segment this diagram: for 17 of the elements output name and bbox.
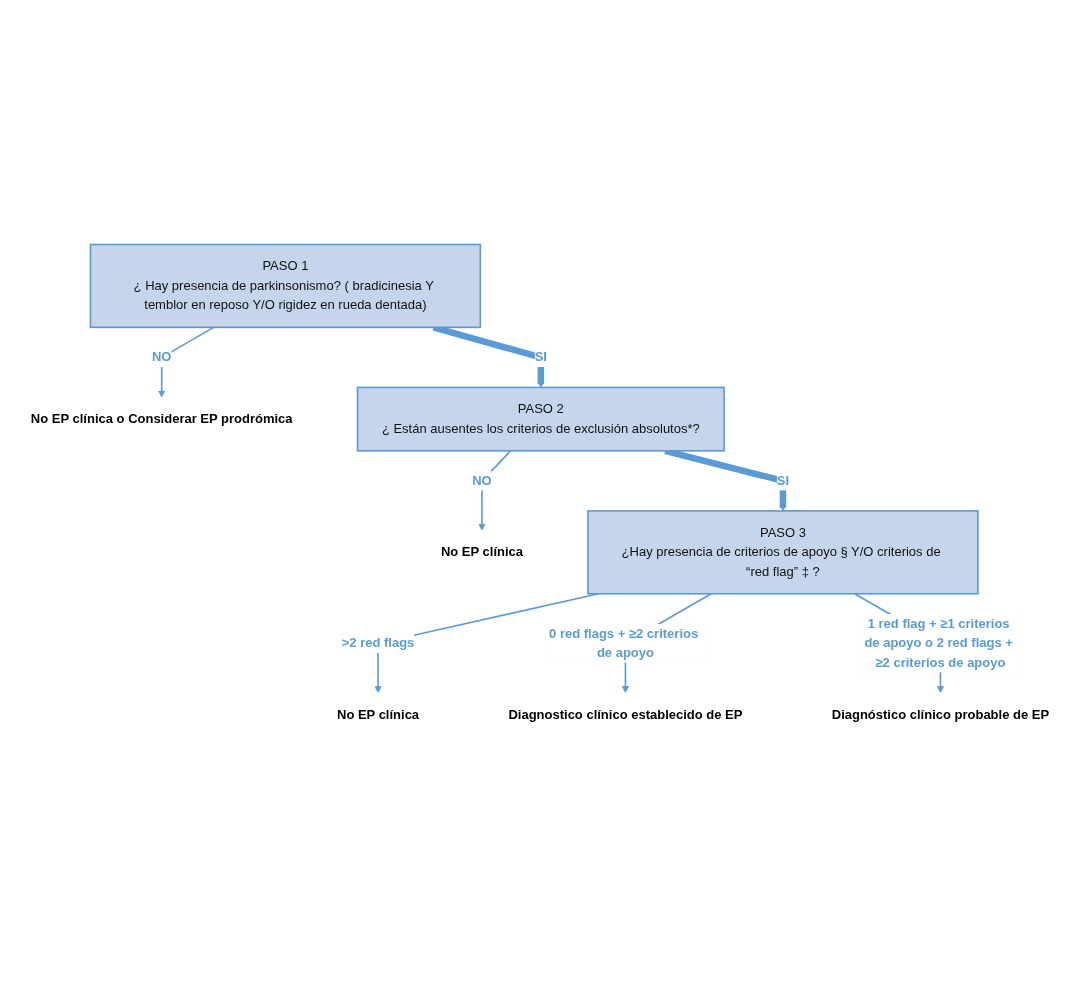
arrow <box>158 326 215 398</box>
edge-label: 0 red flags + ≥2 criterios de apoyo <box>549 626 699 660</box>
edge-label: SI <box>776 473 790 488</box>
edge-label: >2 red flags <box>341 636 415 651</box>
node-box: PASO 1 ¿ Hay presencia de parkinsonismo? ( bradicinesia Y temblor en reposo Y/O rigidez en rueda dentada) <box>89 244 482 329</box>
node-text: Diagnóstico clínico probable de EP <box>831 707 1050 722</box>
node-box: PASO 3 ¿Hay presencia de criterios de apoyo § Y/O criterios de “red flag” ‡ ? <box>587 510 979 595</box>
edge-label: NO <box>151 350 172 365</box>
arrow <box>478 450 512 532</box>
edge-label: NO <box>472 473 492 488</box>
node-text: No EP clínica o Considerar EP prodrómica <box>30 412 293 427</box>
edge-label: SI <box>534 350 547 365</box>
node-text: No EP clínica <box>440 545 524 560</box>
edge-label: 1 red flag + ≥1 criterios de apoyo o 2 red flags + ≥2 criterios de apoyo <box>864 616 1013 670</box>
node-text: Diagnostico clínico establecido de EP <box>508 707 743 722</box>
node-text: No EP clínica <box>337 707 420 722</box>
node-box: PASO 2 ¿ Están ausentes los criterios de exclusión absolutos*? <box>356 387 725 452</box>
